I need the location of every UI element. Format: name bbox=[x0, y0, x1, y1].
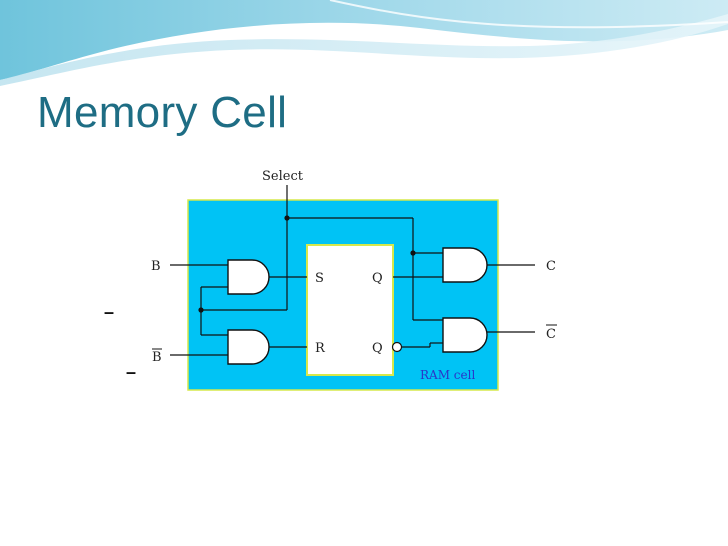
stray-bar-1: – bbox=[104, 302, 114, 322]
and-gate-lower-input bbox=[227, 329, 270, 365]
inverter-bubble bbox=[391, 341, 403, 353]
ff-q-bar-label: Q bbox=[372, 341, 383, 356]
input-b-label: B bbox=[151, 259, 161, 274]
slide-title: Memory Cell bbox=[37, 88, 288, 137]
ram-cell-label: RAM cell bbox=[420, 368, 475, 382]
select-junction-dot bbox=[198, 307, 204, 313]
header-waves bbox=[0, 0, 728, 86]
flip-flop-box bbox=[306, 244, 394, 376]
input-b-bar-label: B bbox=[152, 350, 162, 365]
stray-bar-2: – bbox=[126, 362, 136, 382]
and-gate-lower-output bbox=[442, 317, 488, 353]
ff-s-label: S bbox=[315, 271, 324, 286]
ff-r-label: R bbox=[315, 341, 326, 356]
ff-q-label: Q bbox=[372, 271, 383, 286]
select-junction-dot bbox=[284, 215, 290, 221]
and-gate-upper-input bbox=[227, 259, 270, 295]
output-c-bar-label: C bbox=[546, 327, 556, 342]
output-c-label: C bbox=[546, 259, 556, 274]
and-gate-upper-output bbox=[442, 247, 488, 283]
select-label: Select bbox=[262, 169, 304, 184]
select-junction-dot bbox=[410, 250, 416, 256]
